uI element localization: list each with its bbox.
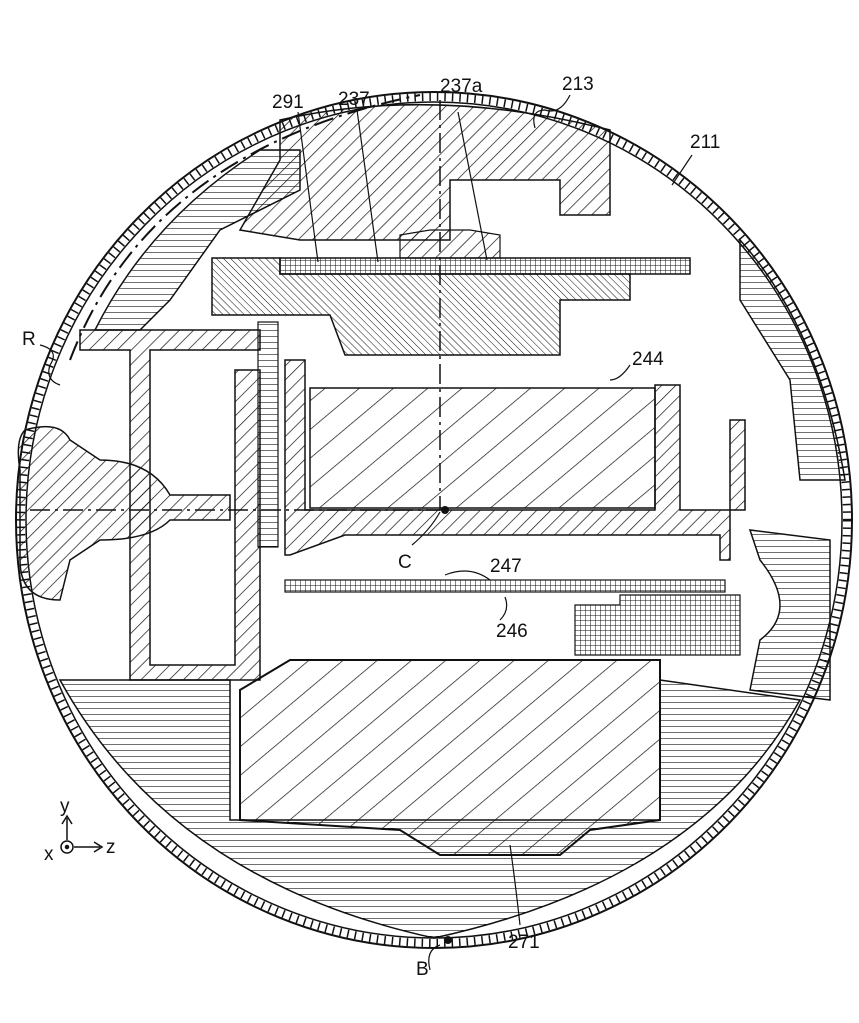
board-237 (279, 257, 691, 275)
axis-z-label: z (106, 837, 116, 858)
label-211: 211 (690, 132, 720, 153)
point-B (444, 936, 452, 944)
battery-271 (239, 659, 661, 856)
label-C: C (398, 552, 412, 573)
block-291 (211, 257, 631, 356)
board-247 (284, 579, 726, 593)
label-244: 244 (632, 349, 664, 370)
component-244 (309, 387, 656, 509)
coordinate-axes (60, 814, 104, 854)
label-237: 237 (338, 89, 370, 110)
connector-246 (574, 594, 741, 656)
lower-housing (58, 679, 802, 939)
label-246: 246 (496, 621, 528, 642)
top-cap (238, 103, 611, 241)
point-C (441, 506, 449, 514)
label-213: 213 (562, 74, 594, 95)
label-B: B (416, 959, 429, 980)
right-housing (739, 238, 846, 481)
leader-lines (39, 94, 693, 971)
label-237a: 237a (440, 76, 483, 97)
label-247: 247 (490, 556, 522, 577)
label-R: R (22, 329, 36, 350)
axis-x-label: x (44, 844, 54, 865)
bolt-left (257, 321, 279, 548)
right-connector (748, 529, 831, 701)
label-271: 271 (508, 932, 540, 953)
knob-R (17, 425, 231, 601)
lens-237a (399, 229, 501, 259)
axis-y-label: y (60, 796, 70, 817)
label-291: 291 (272, 92, 304, 113)
